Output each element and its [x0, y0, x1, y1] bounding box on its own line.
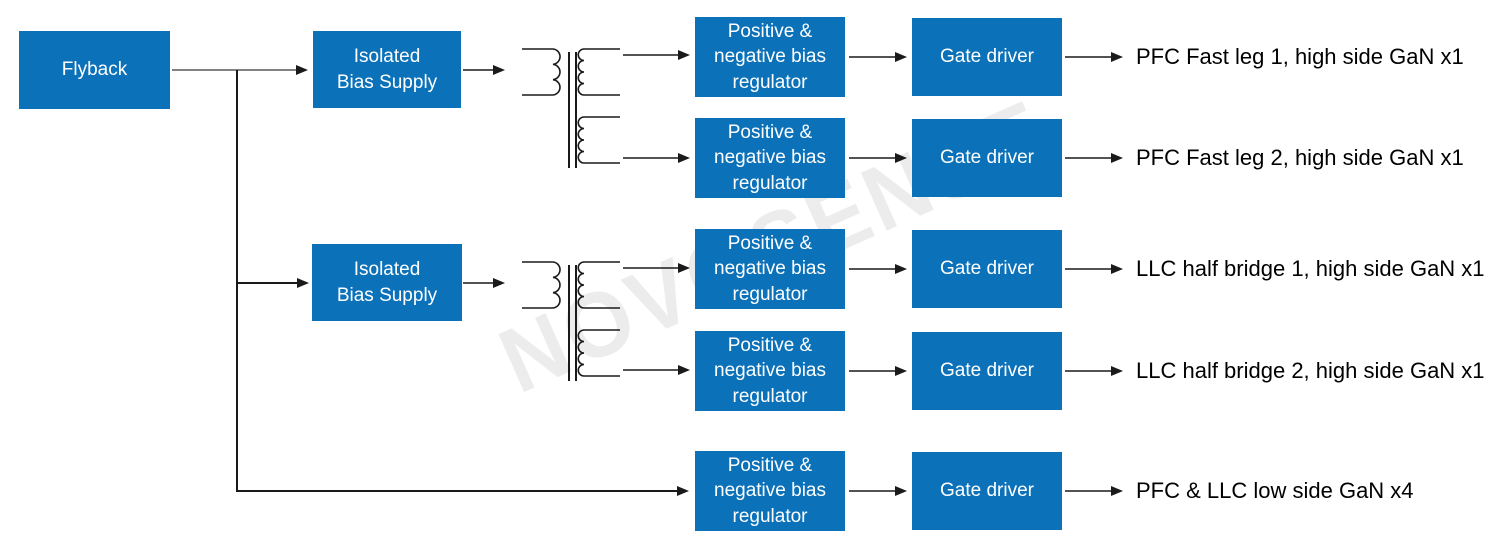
node-regulator-4-line3: regulator — [732, 385, 808, 407]
node-regulator-1-line3: regulator — [732, 71, 808, 93]
node-gate-driver-3-label: Gate driver — [940, 258, 1034, 280]
node-gate-driver-2: Gate driver — [912, 119, 1062, 197]
node-regulator-5: Positive & negative bias regulator — [695, 451, 845, 531]
transformer-1-symbol — [521, 48, 621, 169]
node-gate-driver-1: Gate driver — [912, 18, 1062, 96]
output-label-5: PFC & LLC low side GaN x4 — [1136, 478, 1414, 503]
node-bias-supply-2-line2: Bias Supply — [336, 284, 438, 306]
node-regulator-1-line1: Positive & — [727, 20, 813, 42]
node-bias-supply-1: Isolated Bias Supply — [313, 31, 461, 108]
output-label-4: LLC half bridge 2, high side GaN x1 — [1136, 358, 1485, 383]
connector-trunk-to-regulator5 — [236, 70, 689, 496]
node-gate-driver-1-label: Gate driver — [940, 46, 1034, 68]
output-label-2: PFC Fast leg 2, high side GaN x1 — [1136, 145, 1464, 170]
node-regulator-3-line3: regulator — [732, 283, 808, 305]
node-regulator-2-line2: negative bias — [714, 147, 826, 169]
node-gate-driver-4-label: Gate driver — [940, 360, 1034, 382]
output-label-3: LLC half bridge 1, high side GaN x1 — [1136, 256, 1485, 281]
node-gate-driver-5-label: Gate driver — [940, 480, 1034, 502]
node-flyback-label: Flyback — [61, 59, 128, 81]
node-bias-supply-2-line1: Isolated — [353, 259, 421, 281]
node-flyback: Flyback — [19, 31, 170, 109]
node-regulator-2: Positive & negative bias regulator — [695, 118, 845, 198]
node-gate-driver-2-label: Gate driver — [940, 147, 1034, 169]
node-regulator-2-line1: Positive & — [727, 121, 813, 143]
node-gate-driver-5: Gate driver — [912, 452, 1062, 530]
node-regulator-4-line1: Positive & — [727, 334, 813, 356]
transformer-2-symbol — [521, 261, 621, 382]
node-gate-driver-3: Gate driver — [912, 230, 1062, 308]
node-regulator-5-line2: negative bias — [714, 480, 826, 502]
node-bias-supply-2: Isolated Bias Supply — [312, 244, 462, 321]
output-label-1: PFC Fast leg 1, high side GaN x1 — [1136, 44, 1464, 69]
node-regulator-3: Positive & negative bias regulator — [695, 229, 845, 309]
node-regulator-5-line1: Positive & — [727, 454, 813, 476]
node-regulator-3-line2: negative bias — [714, 258, 826, 280]
node-regulator-1-line2: negative bias — [714, 46, 826, 68]
node-regulator-5-line3: regulator — [732, 505, 808, 527]
node-regulator-1: Positive & negative bias regulator — [695, 17, 845, 97]
node-regulator-4: Positive & negative bias regulator — [695, 331, 845, 411]
node-regulator-2-line3: regulator — [732, 172, 808, 194]
node-regulator-3-line1: Positive & — [727, 232, 813, 254]
node-bias-supply-1-line2: Bias Supply — [336, 71, 438, 93]
node-gate-driver-4: Gate driver — [912, 332, 1062, 410]
node-bias-supply-1-line1: Isolated — [353, 46, 421, 68]
node-regulator-4-line2: negative bias — [714, 360, 826, 382]
